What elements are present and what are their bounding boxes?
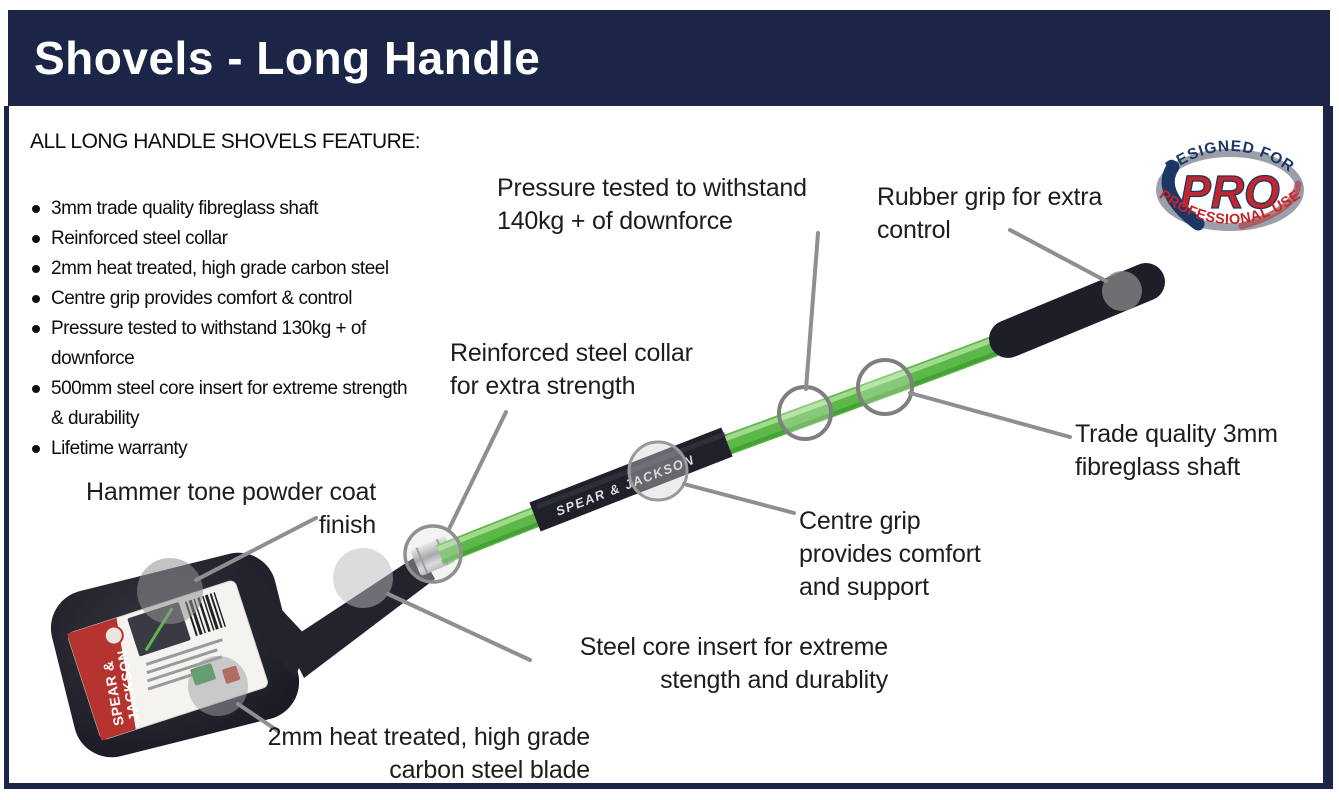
header-bar: Shovels - Long Handle	[8, 10, 1330, 106]
feature-item: Reinforced steel collar	[30, 224, 475, 254]
callout-steel-collar: Reinforced steel collar for extra streng…	[450, 339, 693, 400]
marker-rubber-grip	[1102, 271, 1142, 311]
callout-lines	[194, 228, 1108, 733]
marker-centre-grip	[627, 440, 689, 502]
callout-rubber-grip: Rubber grip for extra control	[877, 183, 1103, 244]
shovel-socket	[286, 553, 435, 678]
badge-navy-swoosh	[1161, 160, 1205, 231]
content-frame	[4, 106, 1333, 789]
label-red-band	[67, 617, 136, 741]
feature-item: 2mm heat treated, high grade carbon stee…	[30, 254, 475, 284]
marker-fibreglass	[856, 358, 914, 416]
features-panel: ALL LONG HANDLE SHOVELS FEATURE: 3mm tra…	[30, 130, 480, 464]
callout-centre-grip: Centre grip provides comfort and support	[799, 507, 981, 601]
line-steel-collar	[447, 410, 508, 531]
features-list: 3mm trade quality fibreglass shaft Reinf…	[30, 194, 475, 464]
marker-hammer-tone	[137, 558, 203, 624]
marker-pressure	[777, 385, 833, 441]
feature-item: Pressure tested to withstand 130kg + of …	[30, 314, 475, 374]
line-steel-core	[386, 592, 532, 662]
line-hammer-tone	[194, 516, 318, 582]
blade-shoulder	[222, 565, 310, 678]
marker-steel-core	[333, 548, 393, 608]
label-barcode	[184, 592, 226, 637]
line-pressure	[804, 231, 820, 391]
page-title: Shovels - Long Handle	[34, 32, 541, 84]
line-rubber-grip	[1008, 228, 1108, 283]
marker-steel-collar	[403, 524, 463, 584]
line-fibreglass	[908, 391, 1072, 439]
pro-badge: DESIGNED FOR PRO PROFESSIONAL USE	[1156, 138, 1304, 231]
line-centre-grip	[682, 482, 796, 515]
badge-red-swoosh	[1238, 180, 1302, 230]
feature-item: Lifetime warranty	[30, 434, 475, 464]
feature-item: 3mm trade quality fibreglass shaft	[30, 194, 475, 224]
callout-fibreglass-shaft: Trade quality 3mm fibreglass shaft	[1075, 420, 1278, 481]
callout-hammer-tone: Hammer tone powder coat finish	[86, 478, 376, 539]
line-blade	[236, 702, 280, 733]
features-heading: ALL LONG HANDLE SHOVELS FEATURE:	[30, 130, 421, 153]
callout-pressure: Pressure tested to withstand 140kg + of …	[497, 174, 807, 235]
feature-item: 500mm steel core insert for extreme stre…	[30, 374, 475, 434]
callout-steel-core: Steel core insert for extreme stength an…	[579, 633, 888, 694]
callout-blade: 2mm heat treated, high grade carbon stee…	[267, 723, 591, 784]
feature-item: Centre grip provides comfort & control	[30, 284, 475, 314]
marker-blade	[188, 656, 248, 716]
label-round-logo	[103, 625, 124, 646]
badge-pro-text: PRO	[1180, 166, 1280, 218]
